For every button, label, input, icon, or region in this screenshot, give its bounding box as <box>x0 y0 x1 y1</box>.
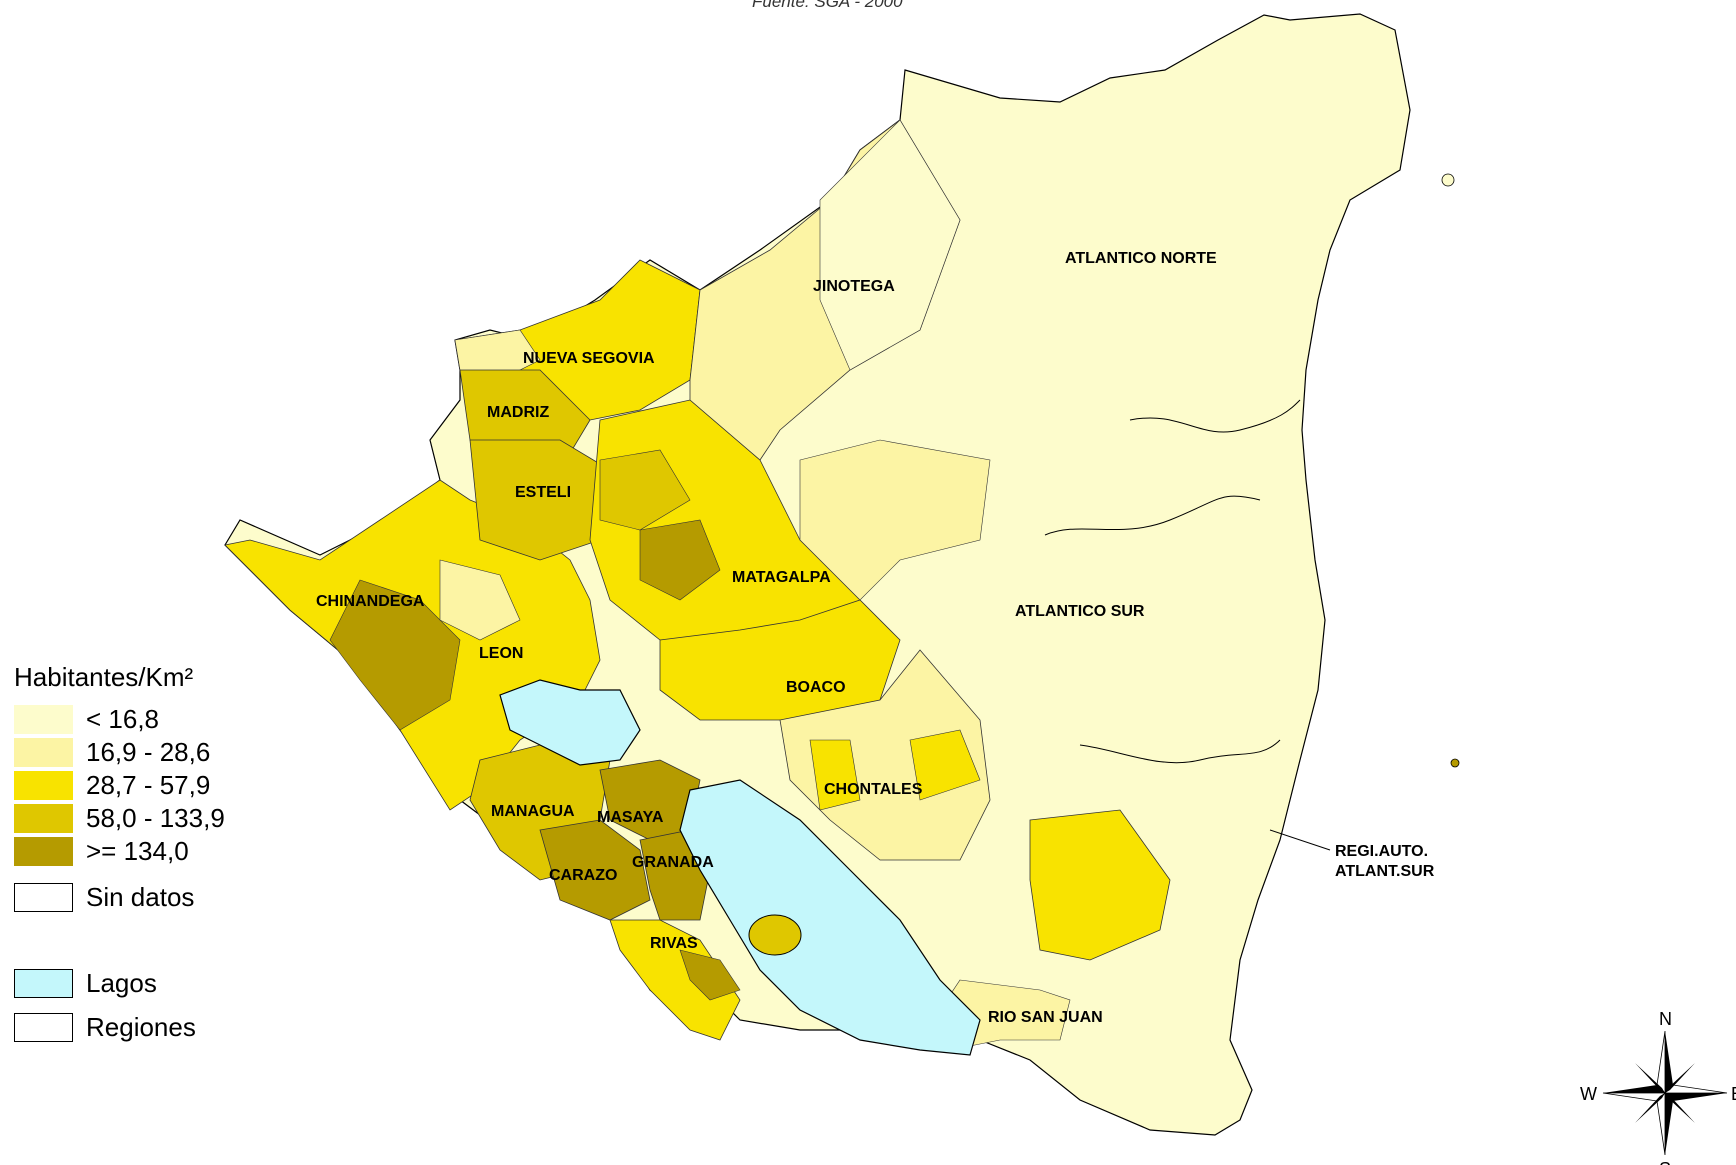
legend-title: Habitantes/Km² <box>14 662 194 692</box>
dept-label: BOACO <box>786 679 846 696</box>
legend-label: 28,7 - 57,9 <box>86 770 211 800</box>
legend-swatch <box>14 705 73 734</box>
dept-label: JINOTEGA <box>813 278 895 295</box>
region-matagalpa-mid <box>599 449 691 531</box>
legend-lakes: Lagos <box>14 968 157 999</box>
compass-w: W <box>1580 1084 1597 1104</box>
river-escondido <box>1079 739 1281 764</box>
region-rivas <box>609 919 741 1041</box>
region-leon-light <box>439 559 521 641</box>
legend-class: 16,9 - 28,6 <box>14 736 225 769</box>
callout-label-2: ATLANT.SUR <box>1335 863 1435 880</box>
dept-label: MADRIZ <box>487 404 549 421</box>
legend-swatch <box>14 837 73 866</box>
dept-label: CHONTALES <box>824 781 923 798</box>
dept-label: GRANADA <box>632 854 714 871</box>
legend-class: 28,7 - 57,9 <box>14 769 225 802</box>
legend-class: >= 134,0 <box>14 835 225 868</box>
region-matagalpa-dense <box>639 519 721 601</box>
legend-label: 58,0 - 133,9 <box>86 803 225 833</box>
lake-swatch <box>14 969 73 998</box>
legend-regions: Regiones <box>14 1012 196 1043</box>
dept-label: RIO SAN JUAN <box>988 1009 1103 1026</box>
compass-s: S <box>1659 1159 1671 1165</box>
compass-rose: N S E W <box>1580 1009 1736 1165</box>
legend-label: 16,9 - 28,6 <box>86 737 211 767</box>
source-caption: Fuente: SGA - 2000 <box>752 0 903 11</box>
legend-class: < 16,8 <box>14 703 225 736</box>
no-data-swatch <box>14 883 73 912</box>
island <box>1450 758 1460 768</box>
legend-no-data: Sin datos <box>14 882 194 913</box>
region-jinotega-light <box>819 119 961 371</box>
region-rivas-dense <box>679 949 741 1001</box>
legend-label: Lagos <box>86 968 157 998</box>
legend-label: Sin datos <box>86 882 195 912</box>
region-boaco-light <box>799 439 991 601</box>
callout-label-1: REGI.AUTO. <box>1335 843 1428 860</box>
region-chontales-mid <box>809 739 861 811</box>
region-chontales-mid2 <box>909 729 981 801</box>
legend-swatch <box>14 771 73 800</box>
dept-label: LEON <box>479 645 523 662</box>
legend-swatch <box>14 738 73 767</box>
legend-label: >= 134,0 <box>86 836 189 866</box>
dept-label: ESTELI <box>515 484 571 501</box>
dept-label: MANAGUA <box>491 803 575 820</box>
legend-class: 58,0 - 133,9 <box>14 802 225 835</box>
region-chontales <box>779 649 991 861</box>
dept-label: MASAYA <box>597 809 664 826</box>
dept-label: CHINANDEGA <box>316 593 425 610</box>
dept-label: CARAZO <box>549 867 617 884</box>
dept-label: MATAGALPA <box>732 569 831 586</box>
legend-swatch <box>14 804 73 833</box>
region-chinandega-dense <box>329 579 461 731</box>
island <box>1441 173 1455 187</box>
region-rsj-yellow <box>1029 809 1171 961</box>
dept-label: RIVAS <box>650 935 698 952</box>
legend-label: Regiones <box>86 1012 196 1042</box>
river-grande <box>1044 495 1261 536</box>
lake-managua <box>499 679 641 766</box>
dept-label: ATLANTICO NORTE <box>1065 250 1217 267</box>
river-coco <box>1129 399 1301 433</box>
compass-e: E <box>1731 1084 1736 1104</box>
region-carazo <box>539 819 651 921</box>
callout-leader <box>1269 829 1331 851</box>
region-swatch <box>14 1013 73 1042</box>
dept-label: ATLANTICO SUR <box>1015 603 1145 620</box>
compass-n: N <box>1659 1009 1672 1029</box>
dept-label: NUEVA SEGOVIA <box>523 350 655 367</box>
legend-label: < 16,8 <box>86 704 160 734</box>
ometepe-island <box>748 914 802 956</box>
lake-nicaragua <box>679 779 981 1056</box>
